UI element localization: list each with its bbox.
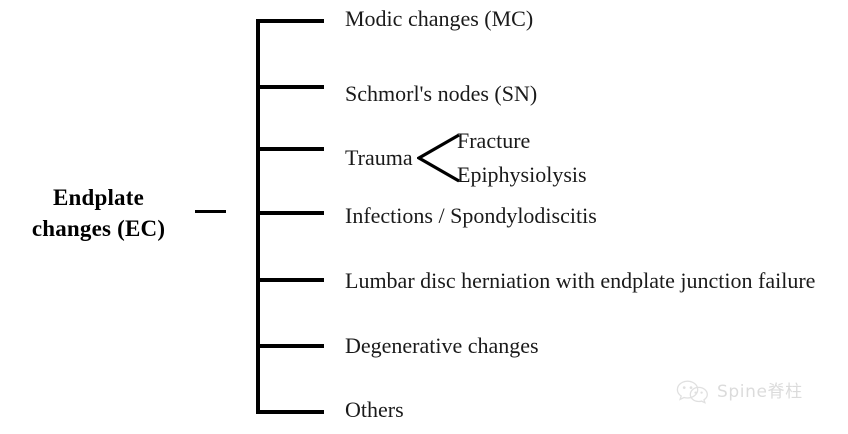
branch-arm-6 bbox=[256, 410, 324, 414]
branch-arm-4 bbox=[256, 278, 324, 282]
branch-label-1: Schmorl's nodes (SN) bbox=[345, 81, 538, 106]
branch-label-4: Lumbar disc herniation with endplate jun… bbox=[345, 268, 816, 293]
trauma-child-epiphysiolysis: Epiphysiolysis bbox=[457, 162, 587, 187]
branch-arm-0 bbox=[256, 19, 324, 23]
branch-arm-2 bbox=[256, 147, 324, 151]
bracket-spine bbox=[256, 20, 260, 414]
branch-label-0: Modic changes (MC) bbox=[345, 6, 534, 31]
root-label-line-2: changes (EC) bbox=[31, 216, 166, 241]
watermark-text: Spine脊柱 bbox=[717, 381, 803, 402]
branch-label-6: Others bbox=[345, 397, 404, 422]
trauma-split-bracket-icon bbox=[417, 133, 460, 183]
branch-arm-1 bbox=[256, 85, 324, 89]
branch-label-3: Infections / Spondylodiscitis bbox=[345, 203, 597, 228]
branch-label-5: Degenerative changes bbox=[345, 333, 539, 358]
trauma-label: Trauma bbox=[345, 145, 413, 170]
wechat-logo-icon bbox=[676, 380, 708, 404]
branch-arm-3 bbox=[256, 211, 324, 215]
watermark: Spine脊柱 bbox=[676, 379, 803, 405]
root-connector-line bbox=[195, 210, 226, 213]
root-label-line-1: Endplate bbox=[52, 185, 145, 210]
root-node-label: Endplate changes (EC) bbox=[6, 182, 191, 244]
trauma-child-fracture: Fracture bbox=[457, 128, 531, 153]
branch-arm-5 bbox=[256, 344, 324, 348]
trauma-subtree: Trauma Fracture Epiphysiolysis bbox=[345, 128, 665, 190]
